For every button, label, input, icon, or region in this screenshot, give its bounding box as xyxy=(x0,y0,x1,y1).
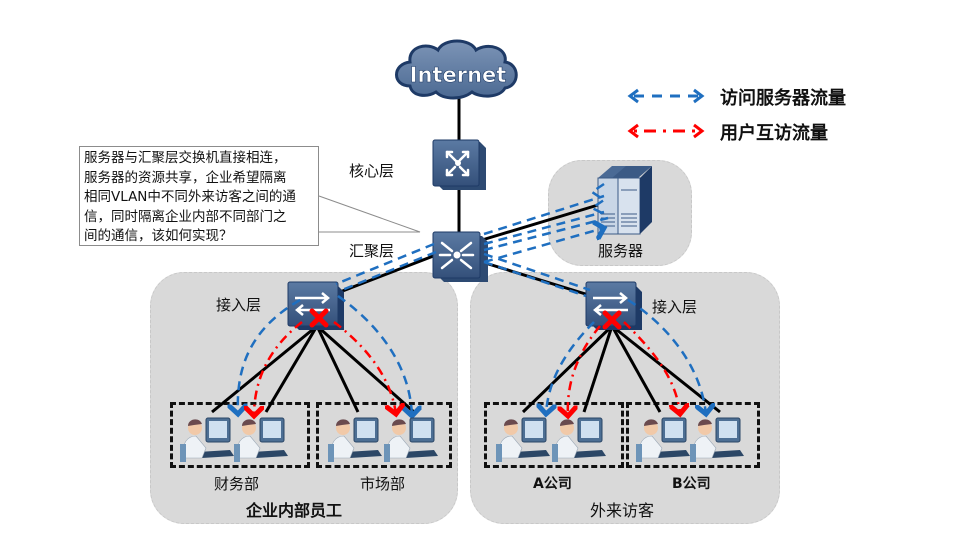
dept-box-company-b xyxy=(626,402,760,468)
legend-server-traffic-line xyxy=(627,88,705,104)
server-traffic-right-pc1 xyxy=(546,321,595,414)
server-traffic-agg-1 xyxy=(483,194,605,236)
callout-line: 服务器的资源共享，企业希望隔离 xyxy=(84,169,287,186)
server-traffic-left-pc4 xyxy=(337,294,412,416)
pc-user-icon xyxy=(328,417,382,462)
link-left-pc4 xyxy=(316,324,415,414)
links xyxy=(211,96,721,414)
callout-line: 相同VLAN中不同外来访客之间的通 xyxy=(84,189,296,205)
pc-user-icon xyxy=(636,417,690,462)
internet-label: Internet xyxy=(410,63,507,87)
block-mark-left-icon xyxy=(309,308,329,328)
question-callout: 服务器与汇聚层交换机直接相连， 服务器的资源共享，企业希望隔离 相同VLAN中不… xyxy=(79,146,319,246)
server-traffic-agg-3 xyxy=(483,216,609,252)
internet-cloud-icon xyxy=(395,39,518,100)
legend-user-traffic-line xyxy=(627,123,705,139)
user-traffic-left-pc1 xyxy=(254,321,303,416)
link-aggregation-access-left xyxy=(339,253,437,294)
block-mark-right-icon xyxy=(602,310,622,330)
pc-user-icon xyxy=(384,417,438,462)
server-traffic-right-trunk xyxy=(483,252,591,292)
pc-user-icon xyxy=(690,417,744,462)
dept-box-finance xyxy=(170,402,310,468)
server-traffic-srv-zigzag xyxy=(589,182,607,216)
server-traffic-agg-2 xyxy=(483,210,605,246)
server-traffic-right-trunk-2 xyxy=(483,260,587,298)
pc-user-icon xyxy=(496,417,550,462)
callout-line: 信，同时隔离企业内部不同部门之 xyxy=(84,208,287,225)
dept-label-company-a: A公司 xyxy=(533,476,572,492)
access-layer-right-label: 接入层 xyxy=(652,298,698,316)
pc-user-icon xyxy=(234,417,288,462)
server-traffic-left-pc2 xyxy=(238,298,301,414)
link-aggregation-server xyxy=(481,203,599,242)
server-icon xyxy=(597,166,652,235)
server-traffic-left-trunk xyxy=(335,242,435,286)
dept-label-finance: 财务部 xyxy=(214,475,260,493)
server-label: 服务器 xyxy=(598,242,644,260)
link-right-pc3 xyxy=(610,325,662,413)
server-traffic-agg-4 xyxy=(483,228,604,264)
callout-pointer xyxy=(318,195,421,233)
legend-user-traffic-label: 用户互访流量 xyxy=(720,123,828,144)
legend-server-traffic-label: 访问服务器流量 xyxy=(720,88,846,109)
dept-label-marketing: 市场部 xyxy=(360,475,406,493)
user-traffic-right-pc2 xyxy=(568,325,601,416)
core-router-icon xyxy=(432,139,486,190)
dept-box-marketing xyxy=(316,402,452,468)
link-right-pc2 xyxy=(582,325,614,413)
core-layer-label: 核心层 xyxy=(349,162,395,180)
server-traffic-right-pc4 xyxy=(627,298,706,414)
access-layer-left-label: 接入层 xyxy=(216,296,262,314)
pc-user-icon xyxy=(552,417,606,462)
link-left-pc2 xyxy=(264,325,319,413)
link-right-pc1 xyxy=(521,324,614,414)
aggregation-layer-label: 汇聚层 xyxy=(349,242,395,260)
server-traffic-left-trunk-2 xyxy=(341,250,437,292)
aggregation-switch-icon xyxy=(432,231,488,282)
callout-line: 间的通信，该如何实现？ xyxy=(84,228,233,244)
access-switch-right-icon xyxy=(585,281,642,330)
callout-line: 服务器与汇聚层交换机直接相连， xyxy=(84,150,287,166)
link-left-pc3 xyxy=(315,325,360,413)
group-label-internal-staff: 企业内部员工 xyxy=(246,501,343,520)
dept-label-company-b: B公司 xyxy=(672,476,711,492)
link-left-pc1 xyxy=(211,324,318,414)
pc-user-icon xyxy=(180,417,234,462)
group-label-visitors: 外来访客 xyxy=(590,501,655,520)
